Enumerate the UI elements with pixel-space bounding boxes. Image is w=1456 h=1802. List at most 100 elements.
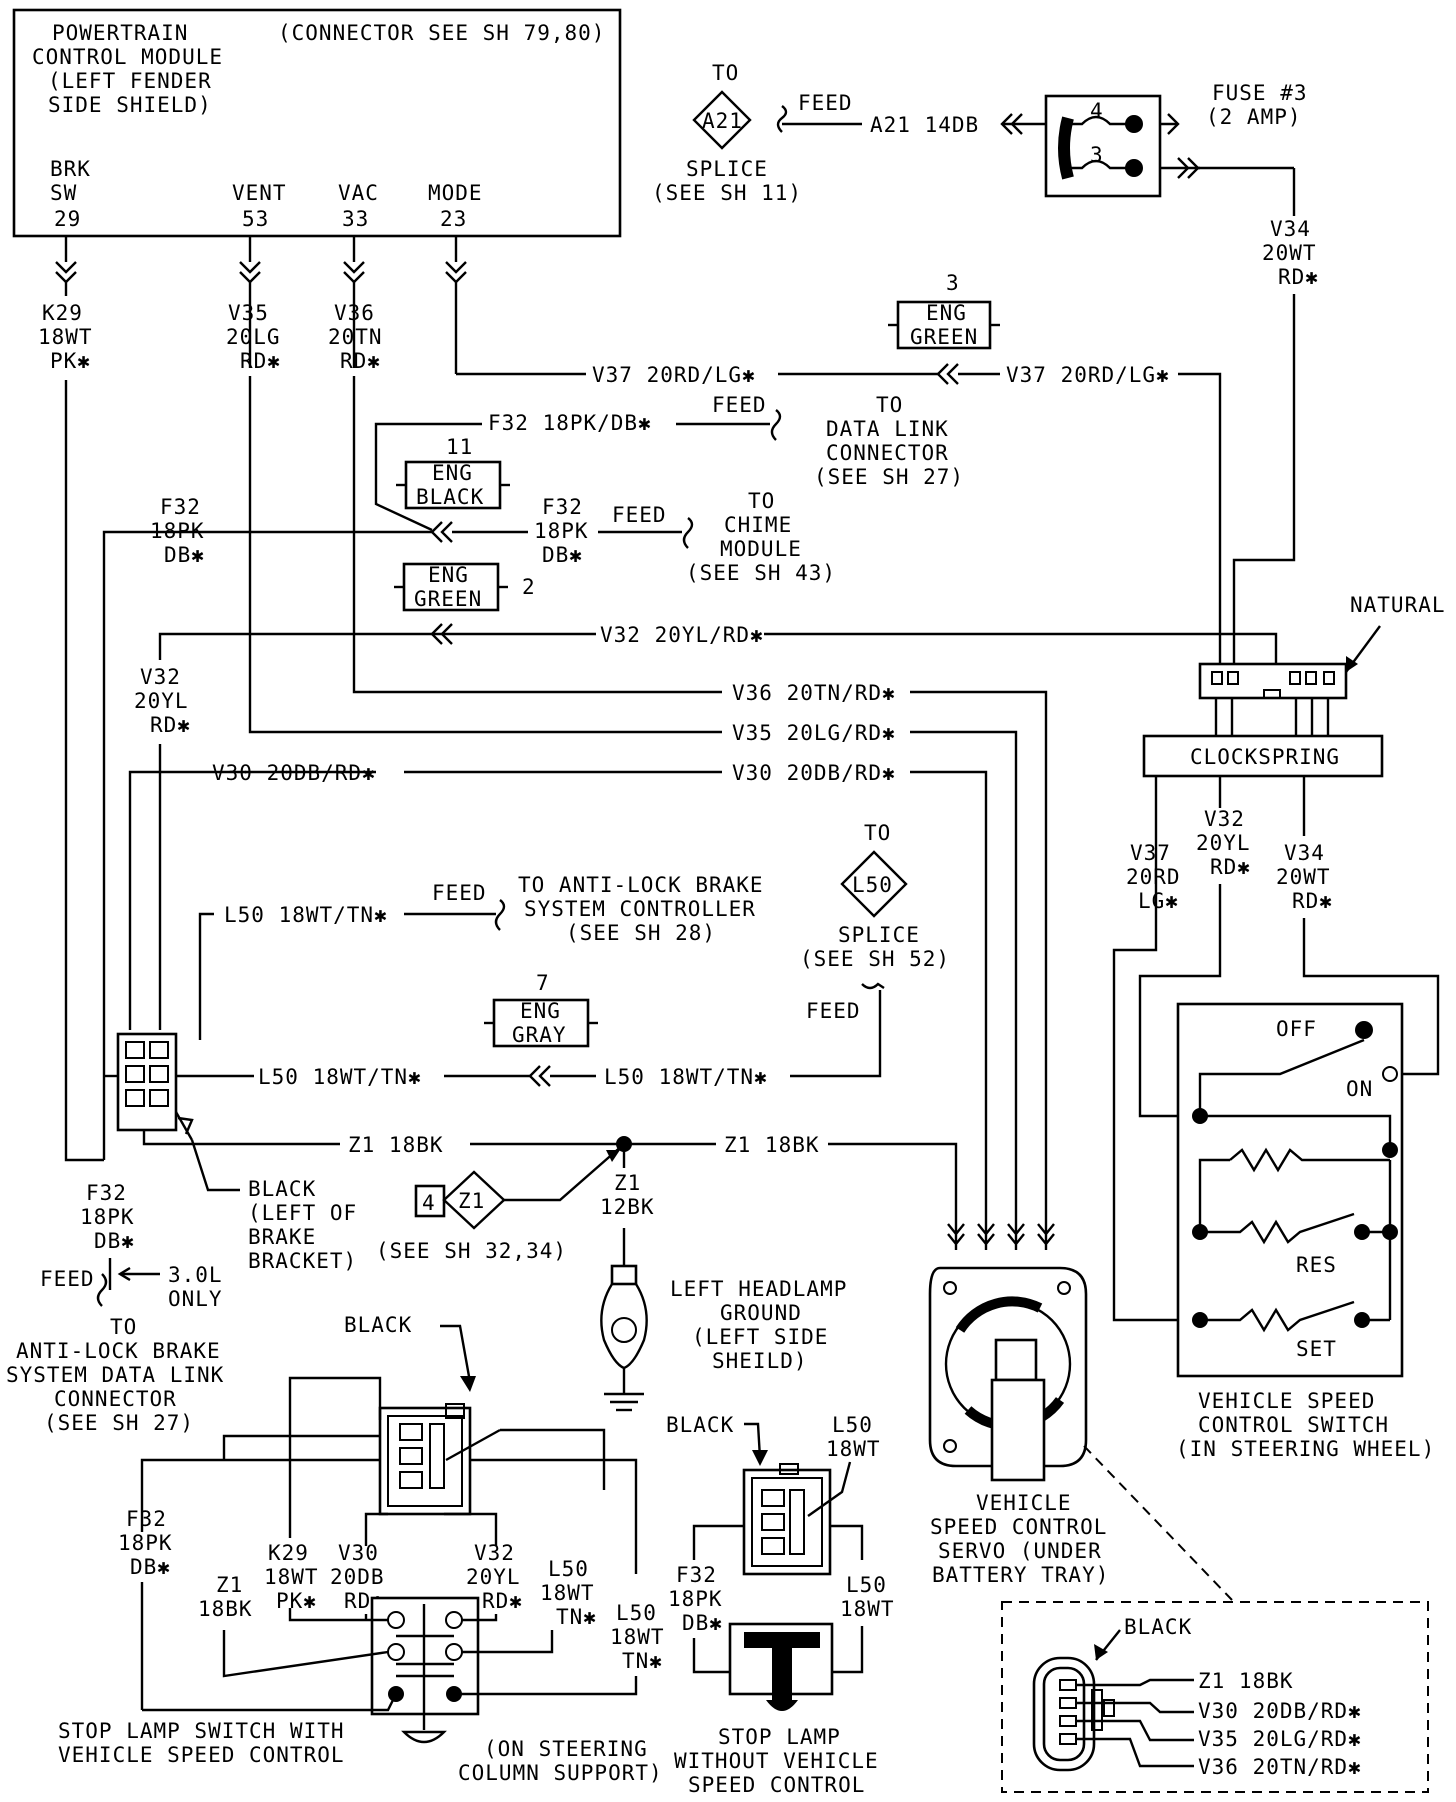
abs-dlc-5: (SEE SH 27) [44, 1411, 194, 1435]
servo-caption-2: SPEED CONTROL [930, 1515, 1107, 1539]
ss-v32-1: V32 [474, 1541, 515, 1565]
ss-v32-2: 20YL [466, 1565, 521, 1589]
splice-l50: TO L50 SPLICE (SEE SH 52) FEED [800, 821, 949, 1023]
headlamp-2: GROUND [720, 1301, 802, 1325]
natural-label: NATURAL [1350, 593, 1446, 617]
ss-l50a-3: TN✱ [556, 1605, 597, 1629]
pcm-pin-23: 23 [440, 207, 467, 231]
ss-l50a-2: 18WT [540, 1581, 595, 1605]
f32-left-1: F32 [160, 495, 201, 519]
pcm-pin-29: 29 [54, 207, 81, 231]
servo-connector-detail: BLACK Z1 18BK V30 20DB/RD✱ V35 20LG/RD✱ … [1001, 1601, 1429, 1793]
clockspring-label: CLOCKSPRING [1190, 745, 1340, 769]
feed-30-note-2: ONLY [168, 1287, 223, 1311]
cs-v34-1: V34 [1284, 841, 1325, 865]
splice-l50-feed: FEED [806, 999, 861, 1023]
k29-wire [64, 380, 104, 1162]
ss-k29-1: K29 [268, 1541, 309, 1565]
speed-control-switch: OFF ON RES SET VEHICLE SPEED CONTROL SWI… [1176, 1002, 1435, 1461]
ss-v32-3: RD✱ [482, 1589, 523, 1613]
v37-circuit: V37 20RD/LG✱ V37 20RD/LG✱ [454, 282, 1222, 672]
k29-label-1: K29 [42, 301, 83, 325]
switch-caption-3: (IN STEERING WHEEL) [1176, 1437, 1435, 1461]
z1-circuit: Z1 18BK Z1 18BK Z1 12BK [142, 1130, 958, 1266]
cs-v37-2: 20RD [1126, 865, 1181, 889]
eng-black-11-line2: BLACK [416, 485, 484, 509]
chime-line-3: MODULE [720, 537, 802, 561]
l50-right-label: L50 18WT/TN✱ [604, 1065, 768, 1089]
eng-gray-7-line2: GRAY [512, 1023, 567, 1047]
pcm-pin-sw: SW [50, 181, 77, 205]
chime-line-4: (SEE SH 43) [686, 561, 836, 585]
splice-a21-label: SPLICE [686, 157, 768, 181]
sl-caption-2: WITHOUT VEHICLE [674, 1749, 879, 1773]
pcm-pin-33: 33 [342, 207, 369, 231]
splice-a21: TO A21 SPLICE (SEE SH 11) FEED A21 14DB [652, 61, 1023, 205]
z1-down-2: 12BK [600, 1195, 655, 1219]
a21-wire-label: A21 14DB [870, 113, 979, 137]
z1-left-label: Z1 18BK [348, 1133, 444, 1157]
headlamp-3: (LEFT SIDE [692, 1325, 828, 1349]
v34-top-1: V34 [1270, 217, 1311, 241]
v32-left-2: 20YL [134, 689, 189, 713]
pcm-pin-chevrons [55, 236, 467, 284]
switch-off: OFF [1276, 1017, 1317, 1041]
f32-mid-2: 18PK [534, 519, 589, 543]
servo-conn-pin-1: Z1 18BK [1198, 1669, 1294, 1693]
l50-abs-feed: FEED [432, 881, 487, 905]
sl-caption-3: SPEED CONTROL [688, 1773, 865, 1797]
splice-a21-feed: FEED [798, 91, 853, 115]
v32-circuit: V32 20YL/RD✱ V32 20YL RD✱ [134, 623, 1278, 1030]
k29-label-2: 18WT [38, 325, 93, 349]
v37-right-label: V37 20RD/LG✱ [1006, 363, 1170, 387]
eng-gray-7-line1: ENG [520, 999, 561, 1023]
switch-caption-2: CONTROL SWITCH [1198, 1413, 1389, 1437]
v32-main-label: V32 20YL/RD✱ [600, 623, 764, 647]
clockspring: CLOCKSPRING V37 20RD LG✱ V32 20YL RD✱ V3… [1112, 734, 1440, 1322]
pcm-title-2: CONTROL MODULE [32, 45, 223, 69]
servo-conn-pin-4: V36 20TN/RD✱ [1198, 1755, 1362, 1779]
v34-top-3: RD✱ [1278, 265, 1319, 289]
v35-label-1: V35 [228, 301, 269, 325]
ss-l50b-2: 18WT [610, 1625, 665, 1649]
headlamp-4: SHEILD) [712, 1349, 808, 1373]
switch-caption-1: VEHICLE SPEED [1198, 1389, 1375, 1413]
black-conn-1: BLACK [248, 1177, 316, 1201]
black-connector-brake-bracket: BLACK (LEFT OF BRAKE BRACKET) [104, 1032, 357, 1273]
ss-caption-2: VEHICLE SPEED CONTROL [58, 1743, 345, 1767]
headlamp-1: LEFT HEADLAMP [670, 1277, 847, 1301]
ss-v30-1: V30 [338, 1541, 379, 1565]
feed-30-feed: FEED [40, 1267, 95, 1291]
eng-green-2-line1: ENG [428, 563, 469, 587]
pcm-pin-vac: VAC [338, 181, 379, 205]
v35-label-2: 20LG [226, 325, 281, 349]
f32-bottom-3: DB✱ [94, 1229, 135, 1253]
ss-k29-3: PK✱ [276, 1589, 317, 1613]
switch-on: ON [1346, 1077, 1373, 1101]
sl-l50a-2: 18WT [826, 1437, 881, 1461]
dlc-line-3: CONNECTOR [826, 441, 949, 465]
pcm-connector-ref: (CONNECTOR SEE SH 79,80) [278, 21, 605, 45]
pcm-title-4: SIDE SHIELD) [48, 93, 212, 117]
servo-caption-3: SERVO (UNDER [938, 1539, 1102, 1563]
servo-conn-pin-3: V35 20LG/RD✱ [1198, 1727, 1362, 1751]
sl-l50b-1: L50 [846, 1573, 887, 1597]
switch-set: SET [1296, 1337, 1337, 1361]
pcm-pin-53: 53 [242, 207, 269, 231]
ss-caption-1: STOP LAMP SWITCH WITH [58, 1719, 345, 1743]
abs-dlc-1: TO [110, 1315, 137, 1339]
stop-switch-black: BLACK [344, 1313, 412, 1337]
splice-a21-ref: (SEE SH 11) [652, 181, 802, 205]
ss-k29-2: 18WT [264, 1565, 319, 1589]
splice-l50-code: L50 [852, 873, 893, 897]
eng-green-3-line1: ENG [926, 301, 967, 325]
fuse-3: 4 3 FUSE #3 (2 AMP) [1022, 81, 1307, 198]
black-conn-2: (LEFT OF [248, 1201, 357, 1225]
ss-f32-2: 18PK [118, 1531, 173, 1555]
z1-right-label: Z1 18BK [724, 1133, 820, 1157]
eng-green-2-line2: GREEN [414, 587, 482, 611]
dlc-line-4: (SEE SH 27) [814, 465, 964, 489]
f32-dlc-circuit: F32 18PK/DB✱ FEED TO DATA LINK CONNECTOR… [374, 393, 964, 532]
dlc-line-1: TO [876, 393, 903, 417]
ss-l50a-1: L50 [548, 1557, 589, 1581]
